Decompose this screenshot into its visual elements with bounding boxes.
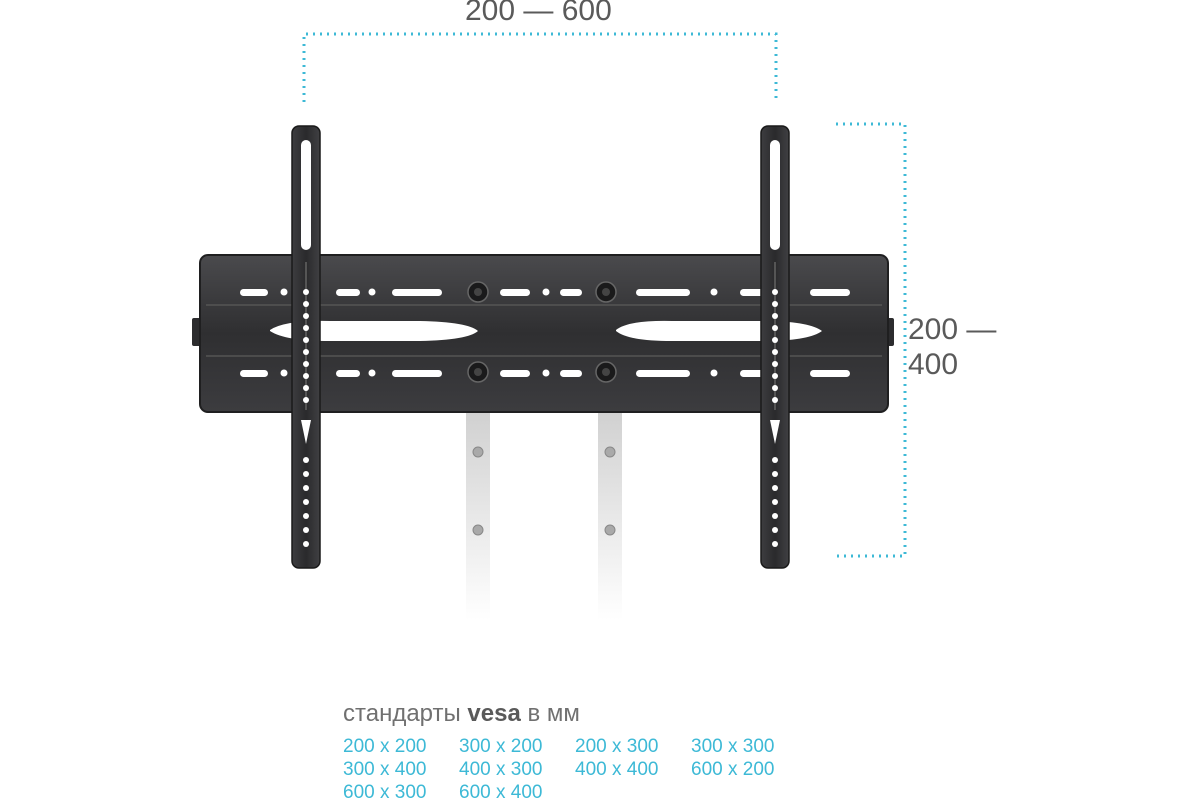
- mounting-bolts: [467, 281, 617, 383]
- horizontal-dimension-label: 200 — 600: [465, 0, 612, 27]
- vesa-standard-item: 300 x 300: [691, 736, 775, 757]
- vesa-standards-list: 200 x 200 300 x 200 200 x 300 300 x 300 …: [343, 735, 807, 804]
- vesa-standard-item: 300 x 400: [343, 759, 427, 780]
- vesa-caption: стандарты vesa в мм: [343, 700, 580, 728]
- vertical-dimension-label-line1: 200 —: [908, 313, 997, 346]
- vesa-standard-item: 300 x 200: [459, 736, 543, 757]
- caption-brand: vesa: [467, 700, 521, 727]
- vesa-standard-item: 600 x 200: [691, 759, 775, 780]
- left-tv-bracket-arm: [291, 125, 321, 569]
- vesa-standard-item: 200 x 300: [575, 736, 659, 757]
- support-rails: [466, 405, 622, 620]
- vertical-dimension-label-line2: 400: [908, 348, 959, 381]
- wall-plate: [192, 254, 894, 413]
- vesa-standard-item: 400 x 300: [459, 759, 543, 780]
- right-tv-bracket-arm: [760, 125, 790, 569]
- vesa-standard-item: 600 x 400: [459, 782, 543, 803]
- caption-prefix: стандарты: [343, 700, 461, 727]
- vesa-standard-item: 600 x 300: [343, 782, 427, 803]
- dimension-guide-horizontal: [302, 32, 778, 102]
- vesa-standard-item: 200 x 200: [343, 736, 427, 757]
- vesa-standard-item: 400 x 400: [575, 759, 659, 780]
- caption-suffix: в мм: [527, 700, 580, 727]
